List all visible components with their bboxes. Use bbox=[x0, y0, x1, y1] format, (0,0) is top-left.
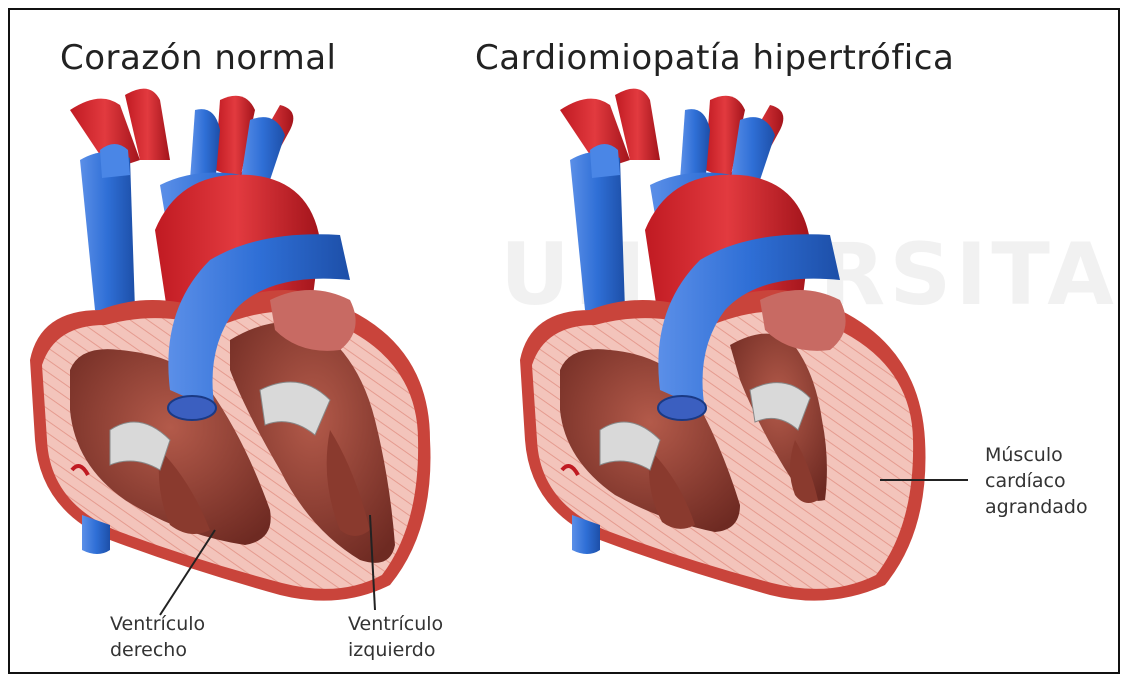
heart-illustrations bbox=[10, 10, 1118, 672]
title-normal-heart: Corazón normal bbox=[60, 38, 337, 78]
label-enlarged-heart-muscle: Músculo cardíaco agrandado bbox=[985, 442, 1088, 520]
label-left-ventricle: Ventrículo izquierdo bbox=[348, 611, 443, 663]
diagram-frame: UNIVERSITAS bbox=[8, 8, 1120, 674]
label-right-ventricle: Ventrículo derecho bbox=[110, 611, 205, 663]
hypertrophic-heart bbox=[520, 89, 926, 601]
title-hypertrophic-cardiomyopathy: Cardiomiopatía hipertrófica bbox=[475, 38, 954, 78]
